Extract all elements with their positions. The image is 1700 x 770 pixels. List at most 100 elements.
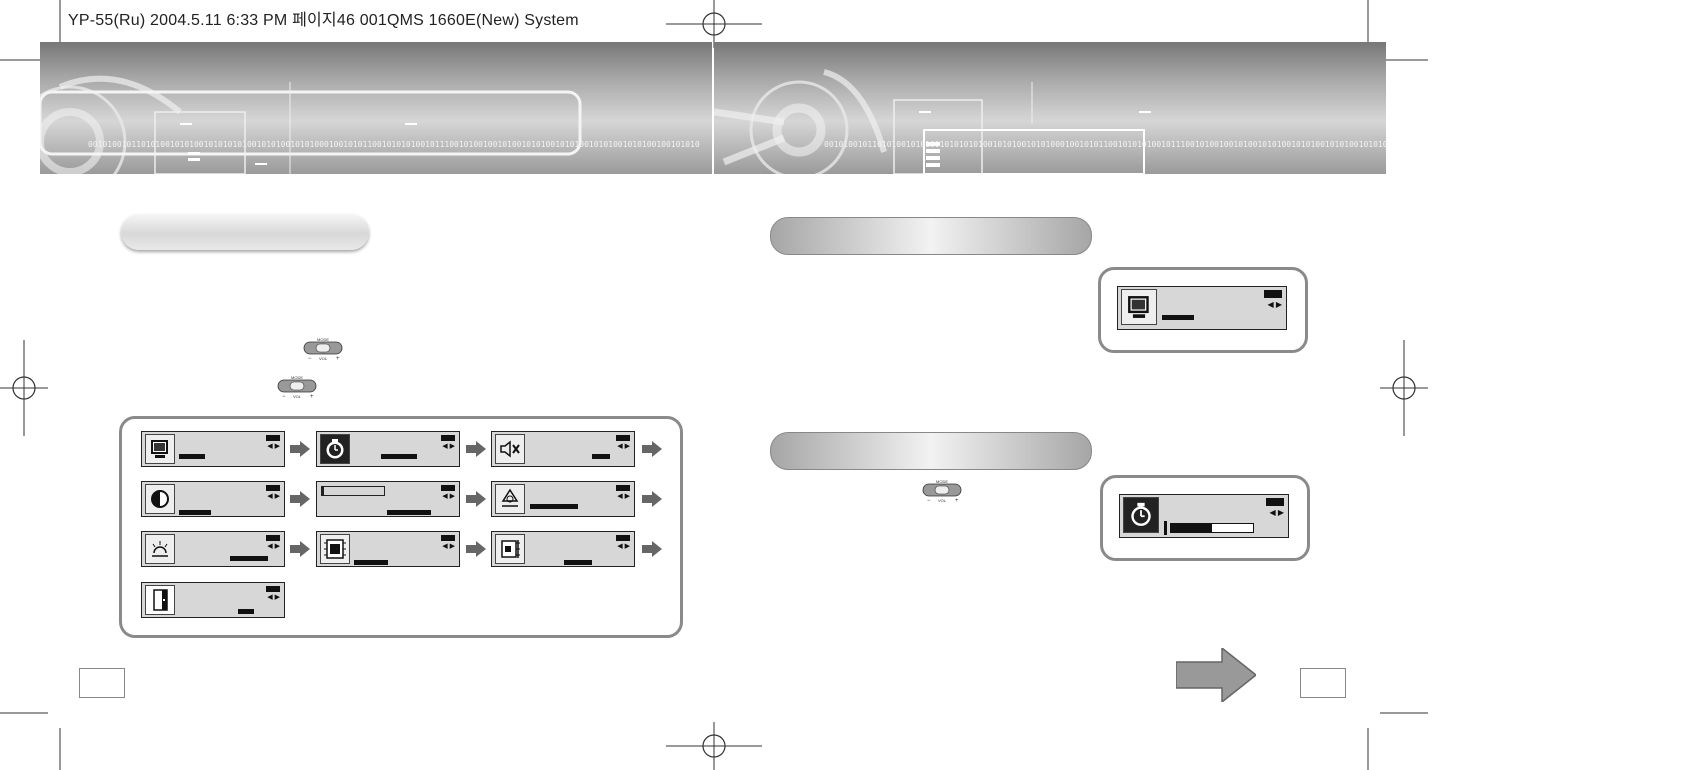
registration-mark-icon (0, 340, 48, 436)
svg-text:VOL: VOL (319, 356, 328, 361)
battery-icon (1264, 290, 1282, 298)
next-arrow-icon (642, 541, 662, 557)
lcd-label-bar (354, 560, 388, 565)
left-right-arrows-icon: ◀ ▶ (267, 543, 280, 550)
contrast-icon (145, 484, 175, 514)
left-right-arrows-icon: ◀ ▶ (267, 443, 280, 450)
lcd-label-bar (592, 454, 610, 459)
svg-text:+: + (955, 498, 959, 504)
display-icon (1121, 289, 1157, 325)
svg-text:+: + (310, 394, 314, 400)
battery-icon (266, 535, 280, 541)
left-right-arrows-icon: ◀ ▶ (617, 543, 630, 550)
banner-graphic (714, 69, 1151, 174)
exit-icon (145, 585, 175, 615)
battery-icon (266, 485, 280, 491)
battery-icon (266, 586, 280, 592)
section-header-pill (770, 432, 1092, 470)
next-arrow-icon (642, 441, 662, 457)
mode-volume-button-icon: MODE − VOL + (277, 375, 317, 400)
lcd-label-bar (230, 556, 268, 561)
battery-icon (441, 535, 455, 541)
battery-icon (441, 485, 455, 491)
left-right-arrows-icon: ◀ ▶ (267, 594, 280, 601)
mode-volume-button-icon: MODE − VOL + (922, 479, 962, 504)
banner-graphic (40, 75, 582, 174)
lcd-display-screen: ◀ ▶ (141, 582, 285, 618)
level-bar-marker (1164, 521, 1167, 535)
lcd-label-bar (530, 504, 578, 509)
lcd-display-screen: ◀ ▶ (1119, 494, 1289, 538)
lcd-display-screen: ◀ ▶ (316, 481, 460, 517)
level-bar-track (1170, 523, 1254, 533)
page-number-box (79, 668, 125, 698)
mode-volume-button-icon: MODE − VOL + (303, 337, 343, 362)
print-slug: YP-55(Ru) 2004.5.11 6:33 PM 페이지46 001QMS… (68, 12, 579, 29)
lcd-label-bar (381, 454, 417, 459)
section-header-pill (770, 217, 1092, 255)
svg-text:−: − (927, 498, 931, 504)
battery-icon (616, 535, 630, 541)
lcd-label-bar (238, 609, 254, 614)
svg-text:VOL: VOL (938, 498, 947, 503)
lcd-display-screen: ◀ ▶ (491, 481, 635, 517)
registration-mark-icon (666, 722, 762, 770)
header-banner-left: 0010100101101010010101001010101010010101… (40, 42, 712, 174)
lcd-label-bar (564, 560, 592, 565)
lcd-display-screen: ◀ ▶ (316, 531, 460, 567)
binary-strip: 0010100101101010010101001010101010010101… (824, 140, 1386, 149)
svg-text:MODE: MODE (317, 337, 329, 342)
binary-strip: 0010100101101010010101001010101010010101… (88, 140, 700, 149)
left-right-arrows-icon: ◀ ▶ (617, 443, 630, 450)
lcd-display-screen: ◀ ▶ (316, 431, 460, 467)
svg-text:+: + (336, 356, 340, 362)
left-right-arrows-icon: ◀ ▶ (1267, 300, 1282, 309)
lcd-display-screen: ◀ ▶ (491, 531, 635, 567)
battery-icon (441, 435, 455, 441)
lcd-display-screen: ◀ ▶ (141, 481, 285, 517)
left-right-arrows-icon: ◀ ▶ (1269, 508, 1284, 517)
next-page-arrow-icon (1176, 648, 1256, 702)
memory-icon (495, 534, 525, 564)
lcd-label-bar (179, 454, 205, 459)
section-header-pill (121, 214, 369, 250)
alarm-icon (495, 484, 525, 514)
backlight-icon (145, 534, 175, 564)
mute-icon (495, 434, 525, 464)
battery-icon (616, 435, 630, 441)
page-number-box (1300, 668, 1346, 698)
next-arrow-icon (466, 541, 486, 557)
lcd-display-screen: ◀ ▶ (141, 431, 285, 467)
film-icon (320, 534, 350, 564)
clock-icon (320, 434, 350, 464)
header-banner-right: 0010100101101010010101001010101010010101… (714, 42, 1386, 174)
left-right-arrows-icon: ◀ ▶ (442, 443, 455, 450)
next-arrow-icon (290, 441, 310, 457)
left-right-arrows-icon: ◀ ▶ (267, 493, 280, 500)
lcd-display-screen: ◀ ▶ (491, 431, 635, 467)
svg-text:MODE: MODE (936, 479, 948, 484)
next-arrow-icon (290, 491, 310, 507)
lcd-label-bar (179, 510, 211, 515)
svg-text:MODE: MODE (291, 375, 303, 380)
battery-icon (1266, 498, 1284, 506)
display-icon (145, 434, 175, 464)
left-right-arrows-icon: ◀ ▶ (442, 493, 455, 500)
registration-mark-icon (1380, 340, 1428, 436)
registration-mark-icon (666, 0, 762, 48)
level-bar-fill (1171, 524, 1212, 532)
next-arrow-icon (466, 491, 486, 507)
svg-text:VOL: VOL (293, 394, 302, 399)
battery-icon (616, 485, 630, 491)
left-right-arrows-icon: ◀ ▶ (617, 493, 630, 500)
lcd-label-bar (1162, 315, 1194, 320)
svg-text:−: − (282, 394, 286, 400)
lcd-display-screen: ◀ ▶ (141, 531, 285, 567)
left-right-arrows-icon: ◀ ▶ (442, 543, 455, 550)
clock-icon (1123, 497, 1159, 533)
next-arrow-icon (642, 491, 662, 507)
svg-text:−: − (308, 356, 312, 362)
lcd-label-bar (387, 510, 431, 515)
next-arrow-icon (290, 541, 310, 557)
